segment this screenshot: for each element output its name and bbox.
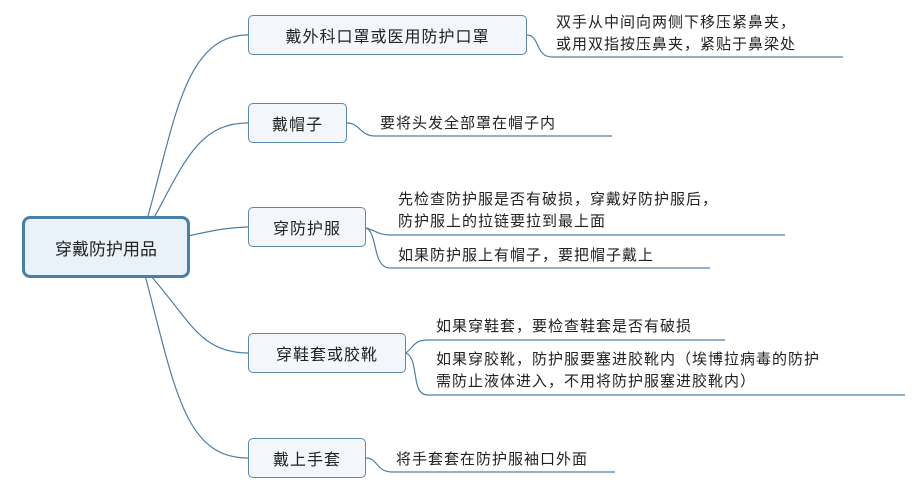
branch-mask[interactable]: 戴外科口罩或医用防护口罩 [248, 15, 527, 55]
leaf-gown-1[interactable]: 先检查防护服是否有破损，穿戴好防护服后， 防护服上的拉链要拉到最上面 [398, 188, 718, 232]
leaf-cap[interactable]: 要将头发全部罩在帽子内 [380, 112, 556, 134]
branch-label: 戴外科口罩或医用防护口罩 [285, 27, 490, 46]
leaf-line: 先检查防护服是否有破损，穿戴好防护服后， [398, 190, 719, 208]
leaf-line: 双手从中间向两侧下移压紧鼻夹， [556, 13, 797, 31]
leaf-line: 如果防护服上有帽子，要把帽子戴上 [398, 246, 655, 264]
leaf-line: 要将头发全部罩在帽子内 [380, 114, 557, 132]
leaf-line: 如果穿鞋套，要检查鞋套是否有破损 [436, 317, 693, 335]
link-b4-leaf1 [405, 339, 725, 354]
branch-label: 穿鞋套或胶靴 [275, 345, 378, 364]
leaf-line: 需防止液体进入，不用将防护服塞进胶靴内） [436, 372, 757, 390]
branch-gown[interactable]: 穿防护服 [248, 207, 366, 247]
leaf-gown-2[interactable]: 如果防护服上有帽子，要把帽子戴上 [398, 244, 654, 266]
link-root-b4 [149, 274, 249, 354]
leaf-line: 将手套套在防护服袖口外面 [396, 450, 589, 468]
leaf-line: 如果穿胶靴，防护服要塞进胶靴内（埃博拉病毒的防护 [436, 350, 821, 368]
leaf-shoes-1[interactable]: 如果穿鞋套，要检查鞋套是否有破损 [436, 315, 692, 337]
link-root-b5 [144, 274, 249, 459]
link-b2-leaf [346, 122, 612, 137]
link-root-b2 [154, 122, 249, 217]
branch-gloves[interactable]: 戴上手套 [248, 438, 366, 478]
branch-label: 戴上手套 [272, 450, 341, 469]
link-b3-leaf1 [365, 227, 785, 236]
branch-shoes[interactable]: 穿鞋套或胶靴 [248, 333, 406, 373]
link-b1-leaf [526, 34, 843, 58]
branch-label: 戴帽子 [271, 115, 323, 134]
leaf-shoes-2[interactable]: 如果穿胶靴，防护服要塞进胶靴内（埃博拉病毒的防护 需防止液体进入，不用将防护服塞… [436, 348, 820, 392]
link-b5-leaf [365, 457, 615, 473]
root-label: 穿戴防护用品 [55, 239, 157, 260]
link-root-b3 [187, 226, 249, 237]
branch-label: 穿防护服 [272, 219, 341, 238]
leaf-line: 或用双指按压鼻夹，紧贴于鼻梁处 [556, 35, 797, 53]
leaf-mask[interactable]: 双手从中间向两侧下移压紧鼻夹， 或用双指按压鼻夹，紧贴于鼻梁处 [556, 11, 796, 55]
leaf-line: 防护服上的拉链要拉到最上面 [398, 212, 607, 230]
root-node[interactable]: 穿戴防护用品 [22, 216, 190, 278]
link-b4-leaf2 [405, 352, 905, 396]
link-root-b1 [147, 34, 249, 217]
link-b3-leaf2 [365, 227, 710, 269]
leaf-gloves[interactable]: 将手套套在防护服袖口外面 [396, 448, 588, 470]
branch-cap[interactable]: 戴帽子 [248, 103, 347, 143]
